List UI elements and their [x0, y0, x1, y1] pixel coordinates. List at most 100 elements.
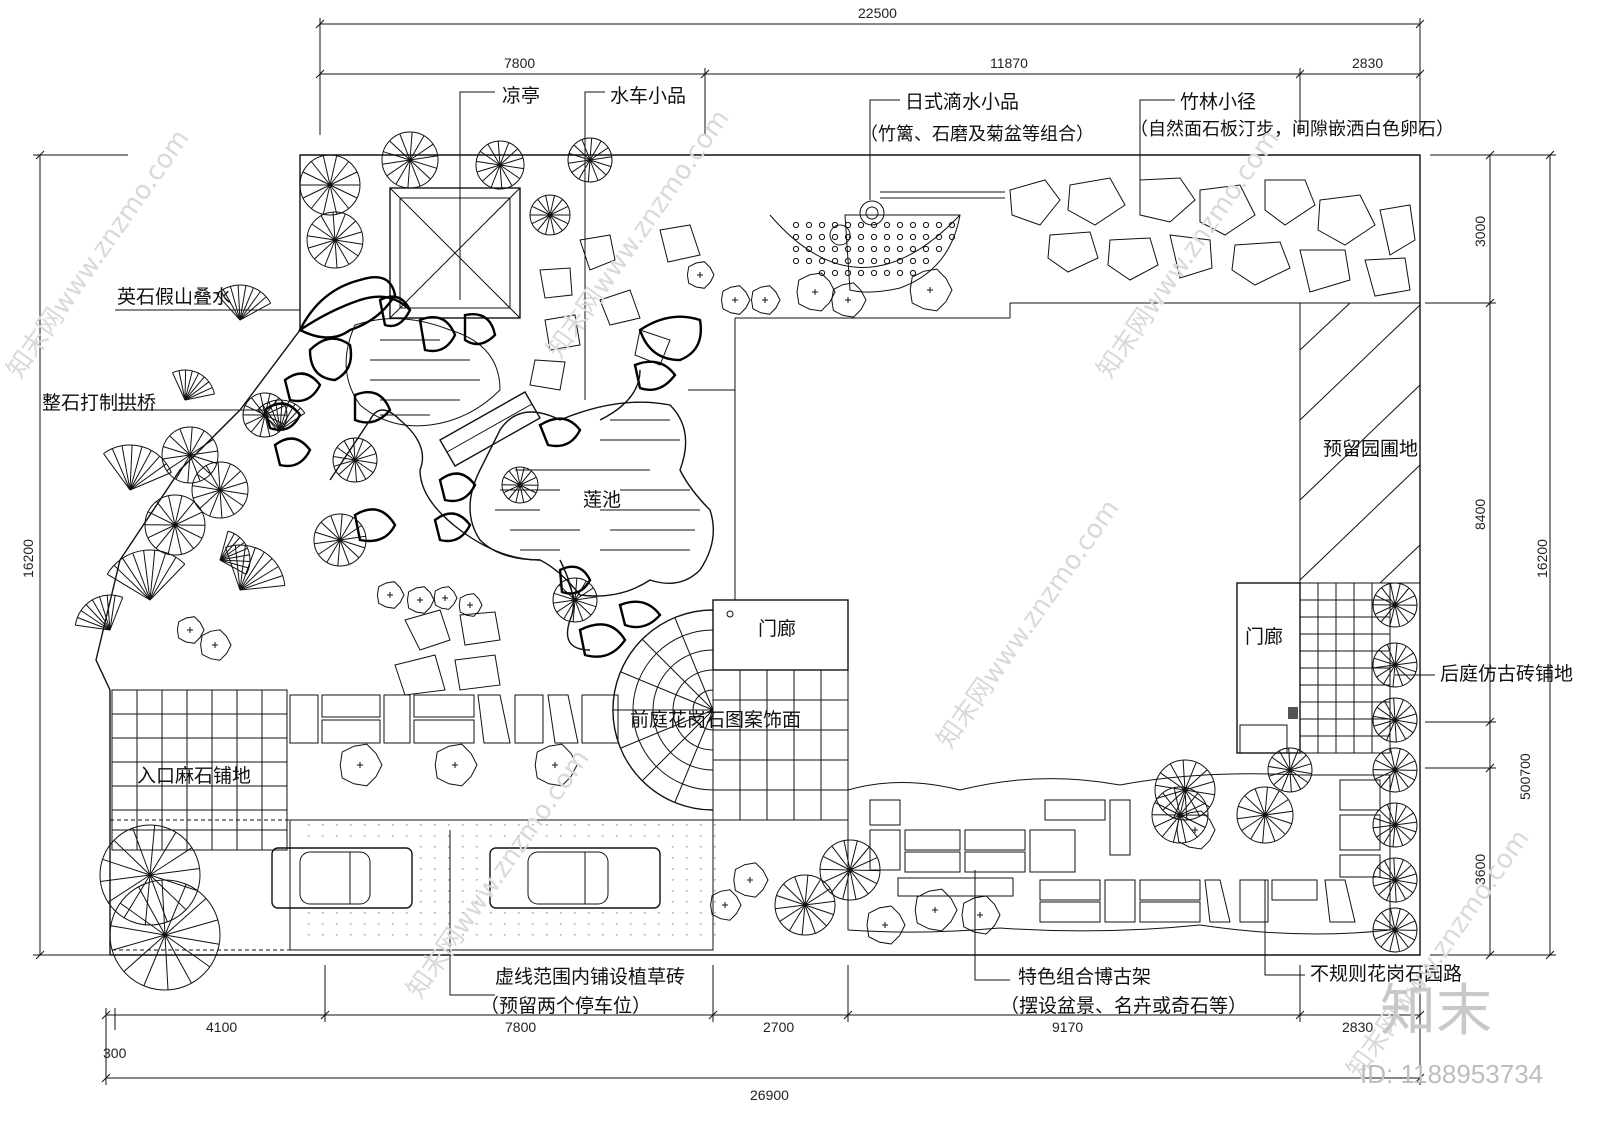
grass-paver-mark: ˇ: [433, 890, 437, 898]
grass-paver-mark: ˇ: [419, 835, 423, 843]
grass-paver-mark: ˇ: [699, 879, 703, 887]
grass-paver-mark: ˇ: [629, 923, 633, 931]
pebble-dot: [844, 245, 852, 253]
shrub-symbol: [831, 282, 867, 318]
grass-paver-mark: ˇ: [699, 857, 703, 865]
grass-paver-mark: ˇ: [643, 923, 647, 931]
shrub-symbol: [796, 272, 836, 312]
grass-paver-mark: ˇ: [699, 923, 703, 931]
pebble-dot: [896, 233, 904, 241]
pebble-dot: [870, 233, 878, 241]
rockery-stones: [263, 275, 702, 658]
grass-paver-mark: ˇ: [349, 923, 353, 931]
grass-paver-mark: ˇ: [461, 879, 465, 887]
grass-paver-mark: ˇ: [447, 879, 451, 887]
grass-paver-mark: ˇ: [461, 934, 465, 942]
tree-symbol: [1372, 582, 1418, 628]
grass-paver-mark: ˇ: [433, 846, 437, 854]
grass-paver-mark: ˇ: [475, 890, 479, 898]
shrub-symbol: [1176, 810, 1216, 850]
grass-paver-mark: ˇ: [685, 934, 689, 942]
pebble-dot: [909, 245, 917, 253]
grass-paver-mark: ˇ: [517, 934, 521, 942]
site-boundary: [95, 154, 1421, 956]
left-dimension-lines: [33, 150, 128, 960]
pebble-dot: [831, 221, 839, 229]
grass-paver-mark: ˇ: [307, 824, 311, 832]
dim-right-seg-3: 500700: [1517, 753, 1533, 800]
grass-paver-mark: ˇ: [545, 824, 549, 832]
dim-top-seg-3: 2830: [1352, 55, 1383, 71]
grass-paver-mark: ˇ: [503, 923, 507, 931]
label-display-shelf-sub: （摆设盆景、名卉或奇石等）: [1000, 995, 1247, 1017]
label-lotus-pond: 莲池: [583, 489, 621, 511]
pebble-dot: [870, 269, 878, 277]
grass-paver-mark: ˇ: [671, 879, 675, 887]
grass-paver-mark: ˇ: [601, 824, 605, 832]
pebble-dot: [818, 221, 826, 229]
grass-paver-mark: ˇ: [489, 835, 493, 843]
grass-paver-mark: ˇ: [713, 934, 717, 942]
grass-paver-mark: ˇ: [321, 934, 325, 942]
label-entrance-paving: 入口麻石铺地: [137, 765, 251, 787]
label-rockery-waterfall: 英石假山叠水: [117, 286, 231, 308]
pebble-dot: [831, 257, 839, 265]
palm-frond-symbol: [106, 549, 186, 601]
grass-paver-mark: ˇ: [573, 934, 577, 942]
grass-paver-mark: ˇ: [405, 824, 409, 832]
irregular-granite-garden-path: [847, 773, 1391, 935]
front-yard-granite-circle: [612, 609, 714, 811]
grass-paver-mark: ˇ: [433, 835, 437, 843]
shrub-symbol: [720, 285, 751, 315]
grass-paver-mark: ˇ: [573, 835, 577, 843]
tree-symbol: [819, 839, 881, 901]
tree-symbol: [529, 194, 571, 236]
grass-paver-mark: ˇ: [517, 912, 521, 920]
dim-right-seg-1: 3000: [1472, 216, 1488, 247]
palm-frond-symbol: [74, 594, 124, 631]
label-waterwheel: 水车小品: [610, 85, 686, 107]
grass-paver-mark: ˇ: [419, 901, 423, 909]
dim-top-seg-2: 11870: [990, 55, 1028, 71]
grass-paver-mark: ˇ: [573, 824, 577, 832]
grass-paver-mark: ˇ: [419, 879, 423, 887]
pebble-dot: [909, 233, 917, 241]
pebble-dot: [818, 233, 826, 241]
tree-symbol: [99, 824, 201, 926]
shrub-symbol: [176, 616, 205, 644]
shrub-symbol: [434, 743, 478, 787]
pebble-dot: [831, 269, 839, 277]
grass-paver-mark: ˇ: [489, 824, 493, 832]
grass-paver-mark: ˇ: [447, 912, 451, 920]
dim-bottom-seg-1: 4100: [206, 1019, 237, 1035]
shrub-symbols: [176, 261, 1216, 945]
grass-paver-mark: ˇ: [629, 912, 633, 920]
grass-paver-mark: ˇ: [699, 868, 703, 876]
pebble-dot: [857, 233, 865, 241]
grass-paver-mark: ˇ: [699, 835, 703, 843]
tree-symbol: [299, 154, 361, 216]
back-porch: [1236, 582, 1301, 754]
grass-paver-mark: ˇ: [713, 901, 717, 909]
label-bamboo-path-sub: （自然面石板汀步，间隙嵌洒白色卵石）: [1130, 119, 1454, 140]
pebble-dot: [935, 245, 943, 253]
grass-paver-mark: ˇ: [433, 879, 437, 887]
grass-paver-mark: ˇ: [699, 824, 703, 832]
grass-paver-mark: ˇ: [601, 923, 605, 931]
grass-paver-mark: ˇ: [699, 846, 703, 854]
tree-symbol: [1372, 802, 1418, 848]
grass-paver-mark: ˇ: [461, 923, 465, 931]
grass-paver-mark: ˇ: [321, 912, 325, 920]
grass-paver-mark: ˇ: [419, 846, 423, 854]
pebble-dot: [896, 245, 904, 253]
grass-paver-mark: ˇ: [657, 923, 661, 931]
label-front-porch: 门廊: [758, 618, 796, 640]
grass-paver-mark: ˇ: [349, 835, 353, 843]
tree-symbol: [475, 140, 525, 190]
entrance-granite-paving: [111, 689, 288, 851]
pebble-dot: [922, 233, 930, 241]
parked-car-2: [489, 847, 661, 909]
back-yard-antique-brick: [1299, 582, 1391, 754]
grass-paver-mark: ˇ: [671, 857, 675, 865]
front-porch: [712, 599, 849, 821]
